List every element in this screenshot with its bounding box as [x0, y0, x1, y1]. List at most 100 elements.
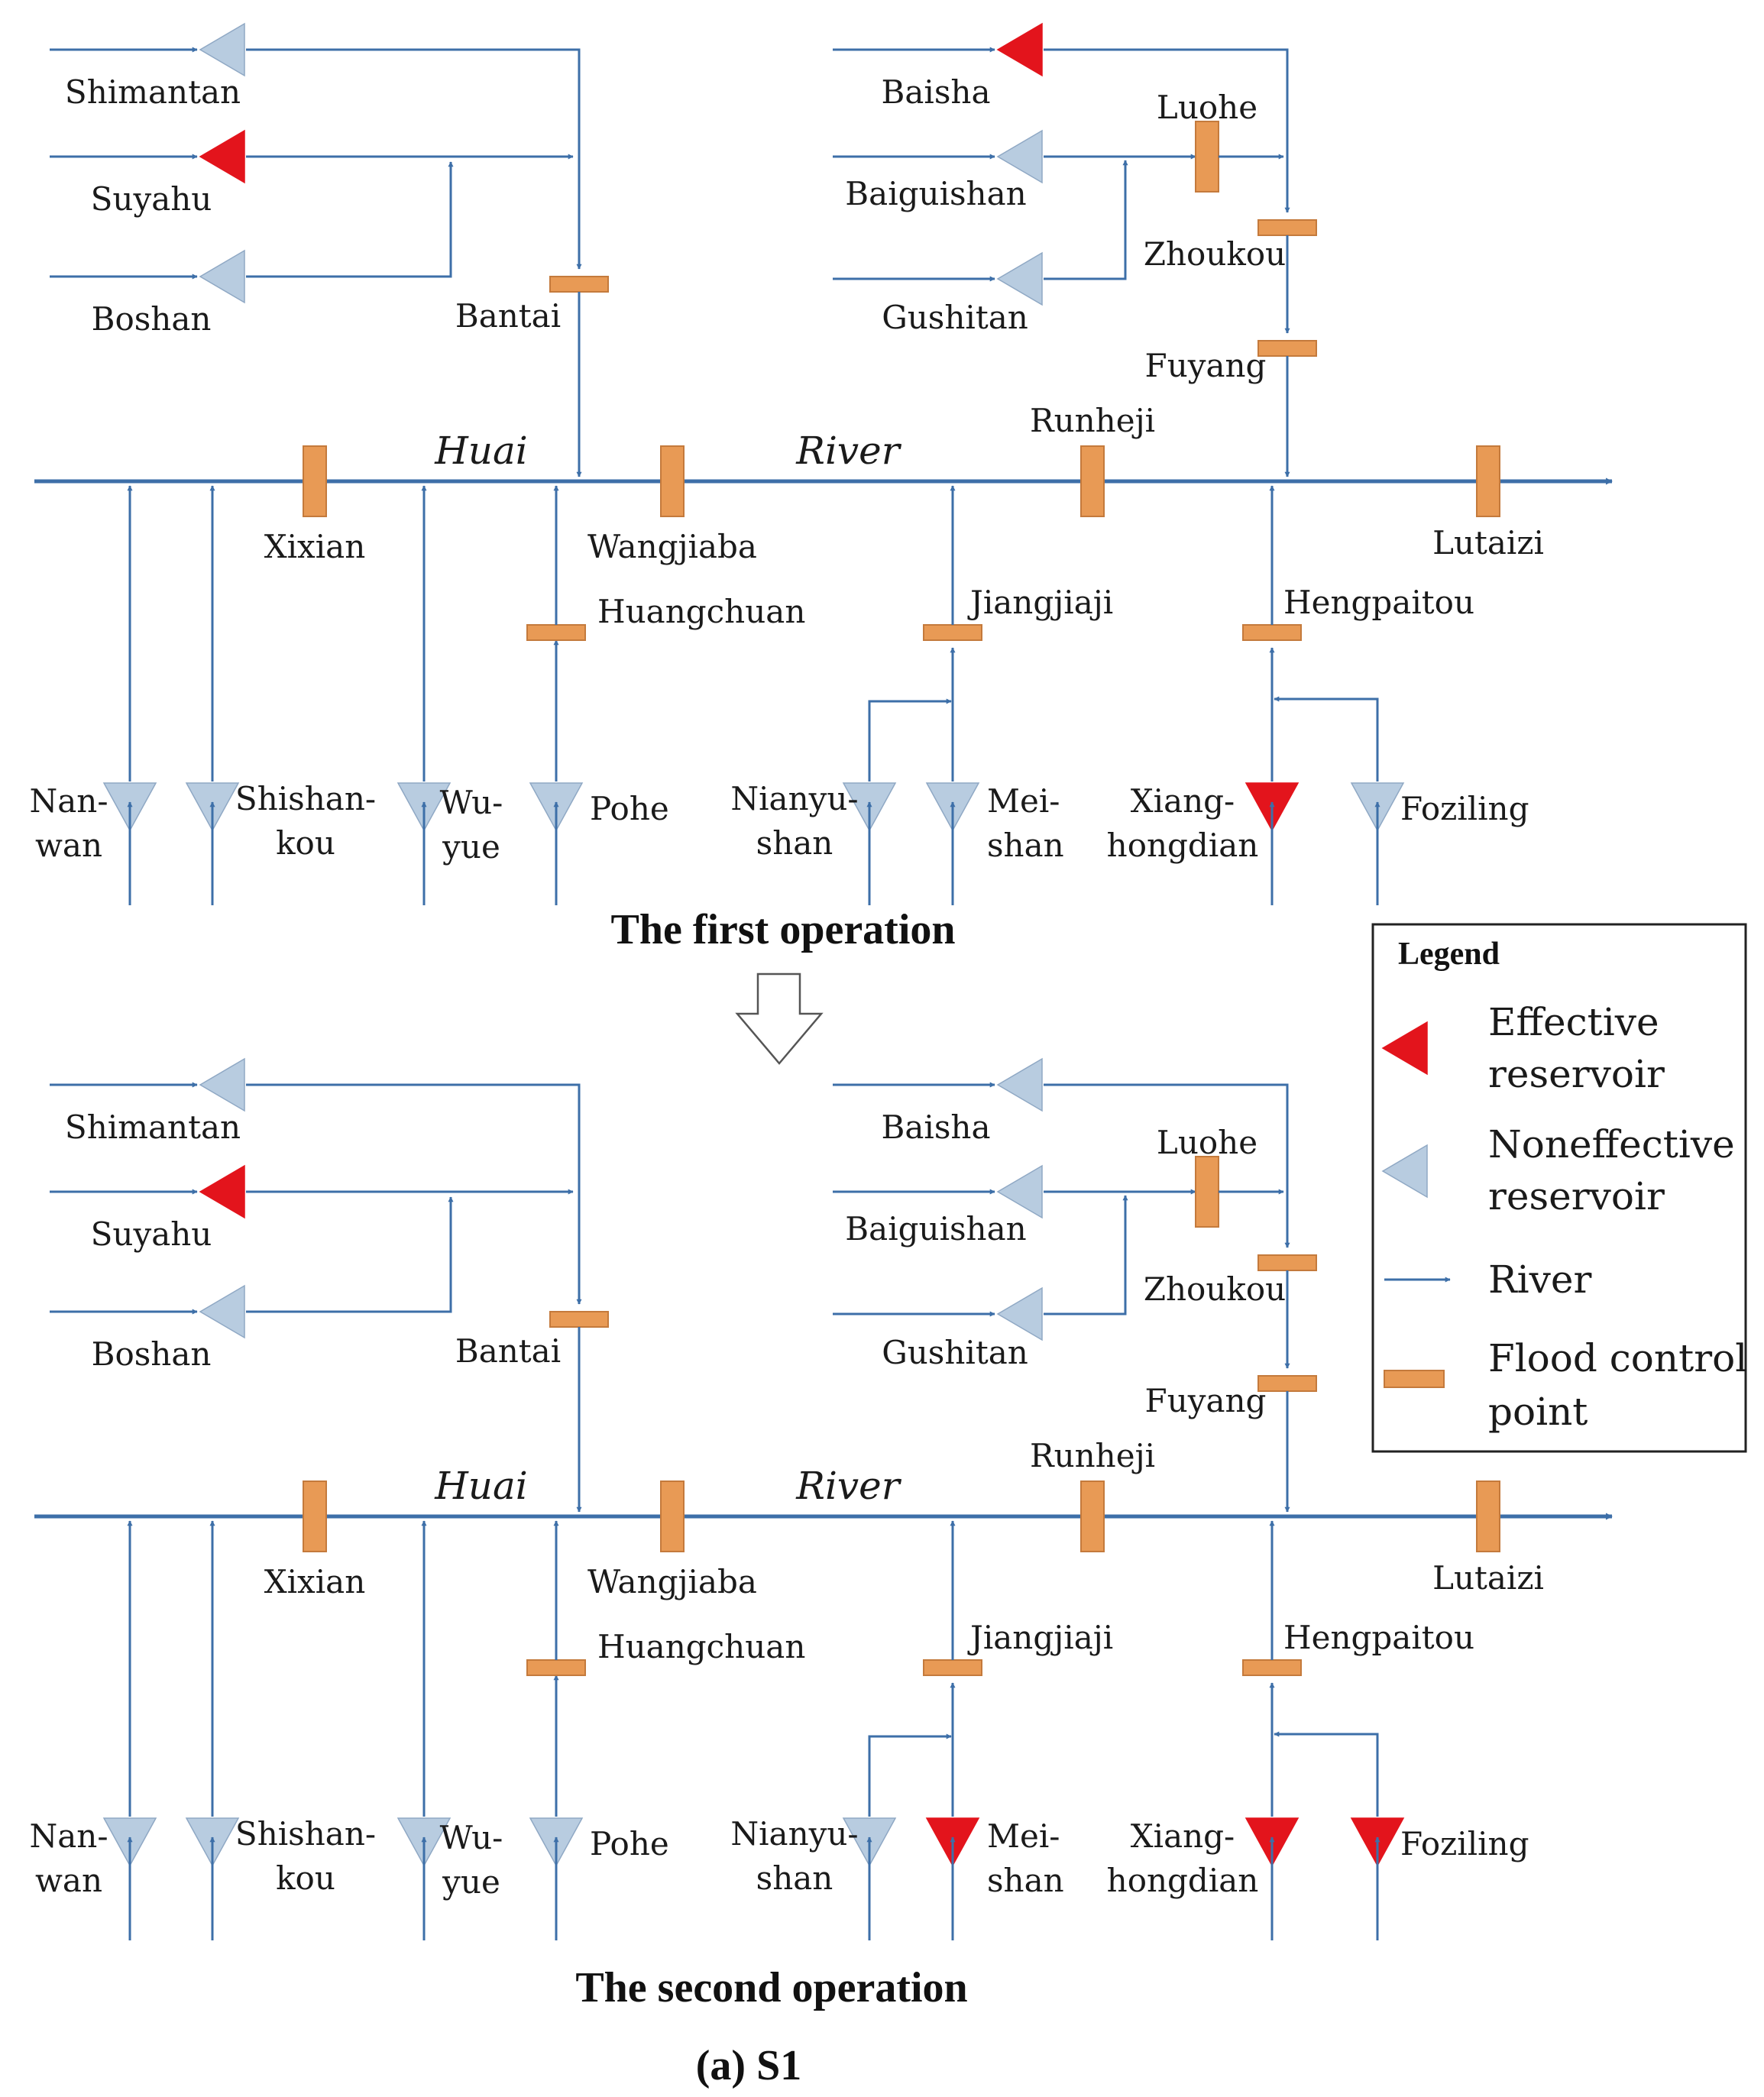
second-operation-caption: The second operation	[575, 1964, 967, 2011]
xianghongdian-label: hongdian	[1107, 827, 1259, 864]
boshan-label: Boshan	[92, 1335, 212, 1373]
wuyue-label: Wu-	[440, 1819, 503, 1856]
boshan-label: Boshan	[92, 300, 212, 338]
zhoukou-flood-point	[1257, 1254, 1317, 1271]
baiguishan-label: Baiguishan	[845, 175, 1026, 212]
legend-box	[1371, 923, 1747, 1453]
zhoukou-flood-point	[1257, 219, 1317, 236]
wangjiaba-flood-point	[660, 445, 685, 517]
baisha-reservoir	[996, 1057, 1043, 1112]
nianyushan-label: Nianyu-	[730, 780, 858, 817]
nianyushan-to-meishan	[868, 1733, 952, 1817]
bantai-label: Bantai	[455, 1332, 561, 1370]
legend-effective-label: Effective	[1488, 1000, 1659, 1044]
foziling-label: Foziling	[1400, 1825, 1529, 1862]
river-name-huai: Huai	[434, 1464, 528, 1508]
river-name-river: River	[795, 429, 901, 473]
subfigure-label: (a) S1	[696, 2042, 801, 2089]
jiangjiaji-label: Jiangjiaji	[967, 1619, 1113, 1656]
xianghongdian-label: Xiang-	[1131, 1817, 1235, 1855]
legend-noneffective-label: reservoir	[1488, 1174, 1665, 1218]
nianyushan-to-meishan	[868, 698, 952, 782]
boshan-reservoir	[199, 249, 245, 304]
xixian-label: Xixian	[264, 528, 366, 565]
fuyang-label: Fuyang	[1145, 1382, 1267, 1419]
xianghongdian-label: Xiang-	[1131, 782, 1235, 820]
meishan-label: shan	[987, 827, 1064, 864]
gushitan-outflow	[1044, 1195, 1128, 1315]
meishan-label: shan	[987, 1862, 1064, 1899]
gushitan-reservoir	[996, 1286, 1043, 1341]
legend-noneffective-label: Noneffective	[1488, 1122, 1735, 1167]
jiangjiaji-flood-point	[923, 624, 982, 641]
hengpaitou-label: Hengpaitou	[1283, 1619, 1474, 1656]
huangchuan-label: Huangchuan	[597, 593, 805, 630]
wangjiaba-flood-point	[660, 1481, 685, 1552]
suyahu-reservoir	[199, 129, 245, 184]
hengpaitou-label: Hengpaitou	[1283, 584, 1474, 621]
meishan-label: Mei-	[987, 782, 1060, 820]
baisha-outflow	[1044, 48, 1290, 213]
lutaizi-label: Lutaizi	[1432, 524, 1544, 561]
legend-title: Legend	[1398, 937, 1500, 972]
legend-flood-point-icon	[1384, 1370, 1445, 1388]
hengpaitou-flood-point	[1242, 1659, 1302, 1676]
shimantan-outflow	[246, 1083, 582, 1305]
suyahu-label: Suyahu	[91, 1215, 212, 1253]
legend-river-label: River	[1488, 1257, 1591, 1302]
shishankou-label: Shishan-	[235, 780, 376, 817]
nanwan-label: wan	[35, 827, 102, 864]
meishan-label: Mei-	[987, 1817, 1060, 1855]
bantai-flood-point	[549, 1311, 609, 1328]
boshan-outflow	[246, 1196, 454, 1313]
bantai-flood-point	[549, 276, 609, 293]
transition-arrow-icon	[735, 972, 824, 1065]
luohe-flood-point	[1195, 121, 1219, 193]
runheji-label: Runheji	[1030, 402, 1155, 439]
shimantan-reservoir	[199, 22, 245, 77]
gushitan-outflow	[1044, 160, 1128, 280]
huangchuan-flood-point	[526, 624, 586, 641]
runheji-label: Runheji	[1030, 1437, 1155, 1474]
legend-effective-icon	[1381, 1021, 1428, 1076]
nanwan-label: Nan-	[29, 1817, 108, 1855]
wuyue-label: Wu-	[440, 784, 503, 821]
hengpaitou-flood-point	[1242, 624, 1302, 641]
foziling-to-xianghongdian	[1274, 696, 1379, 782]
shishankou-label: Shishan-	[235, 1815, 376, 1853]
baiguishan-reservoir	[996, 1164, 1043, 1219]
gushitan-label: Gushitan	[882, 299, 1028, 336]
nanwan-label: wan	[35, 1862, 102, 1899]
bantai-label: Bantai	[455, 297, 561, 335]
nanwan-label: Nan-	[29, 782, 108, 820]
suyahu-label: Suyahu	[91, 180, 212, 218]
shimantan-reservoir	[199, 1057, 245, 1112]
legend-noneffective-icon	[1381, 1144, 1428, 1199]
jiangjiaji-flood-point	[923, 1659, 982, 1676]
jiangjiaji-label: Jiangjiaji	[967, 584, 1113, 621]
lutaizi-flood-point	[1476, 445, 1500, 517]
legend: LegendEffectivereservoirNoneffectiverese…	[1371, 923, 1747, 1453]
baiguishan-label: Baiguishan	[845, 1210, 1026, 1248]
shimantan-label: Shimantan	[65, 73, 241, 111]
zhoukou-label: Zhoukou	[1144, 1270, 1286, 1308]
shishankou-label: kou	[276, 1859, 335, 1897]
wangjiaba-label: Wangjiaba	[587, 528, 757, 565]
huangchuan-flood-point	[526, 1659, 586, 1676]
wangjiaba-label: Wangjiaba	[587, 1563, 757, 1600]
nianyushan-label: shan	[756, 824, 833, 862]
xixian-label: Xixian	[264, 1563, 366, 1600]
pohe-label: Pohe	[590, 1825, 669, 1862]
luohe-label: Luohe	[1157, 89, 1257, 126]
fuyang-flood-point	[1257, 340, 1317, 357]
fuyang-flood-point	[1257, 1375, 1317, 1392]
luohe-label: Luohe	[1157, 1124, 1257, 1161]
gushitan-label: Gushitan	[882, 1334, 1028, 1371]
legend-effective-label: reservoir	[1488, 1052, 1665, 1096]
xixian-flood-point	[303, 445, 327, 517]
